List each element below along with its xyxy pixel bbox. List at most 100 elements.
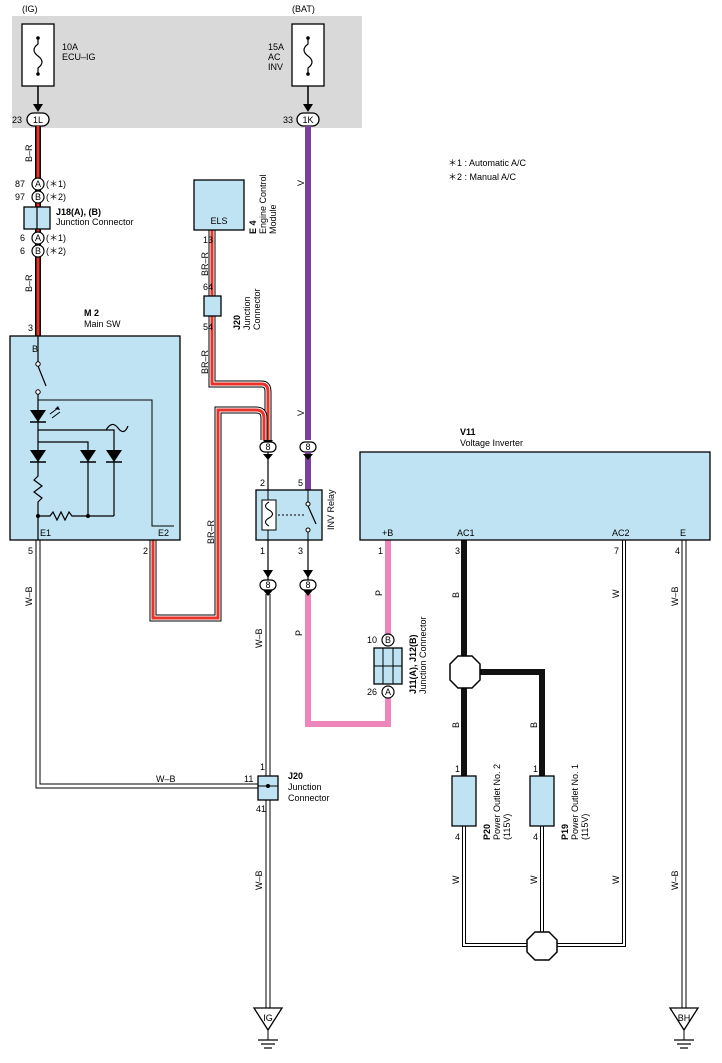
label-w-b-1: W–B: [24, 586, 34, 606]
label-br-r-3: BR–R: [206, 519, 216, 544]
m2-name: Main SW: [84, 319, 121, 329]
p20-name1: Power Outlet No. 2: [492, 764, 502, 840]
label-w-b-3: W–B: [254, 628, 264, 648]
label-v-1: V: [296, 180, 306, 186]
relay-connector-top-left: 8: [259, 440, 277, 453]
j18-a-top: A: [35, 179, 41, 189]
fuse-ecu-ig: 10A ECU–IG: [21, 23, 96, 87]
v11-terminal-ac2: AC2: [612, 528, 630, 538]
j18-b-bot: B: [35, 246, 41, 256]
j11-pin-26: 26: [367, 687, 377, 697]
v11-code: V11: [460, 427, 476, 437]
ground-bh-label: BH: [678, 1013, 691, 1023]
label-w-b-5: W–B: [670, 586, 680, 606]
v11-name: Voltage Inverter: [460, 438, 523, 448]
label-b-r-2: B–R: [24, 274, 34, 292]
v11-pin-3: 3: [455, 546, 460, 556]
j18-note-2b: (＊2): [46, 246, 66, 256]
v11-voltage-inverter: [359, 451, 711, 541]
label-v-2: V: [296, 410, 306, 416]
j18-title: J18(A), (B): [56, 207, 101, 217]
wire-br-r-e4: [208, 230, 272, 440]
j11-pin-10: 10: [367, 635, 377, 645]
conn-1k-label: 1K: [302, 115, 313, 125]
fuse-bat-name2: INV: [268, 62, 283, 72]
wire-br-r-e2: [149, 406, 268, 622]
j11-a: A: [385, 687, 391, 697]
relay-conn-8d: 8: [305, 580, 310, 590]
j18-note-2a: (＊2): [46, 192, 66, 202]
fuse-ig-name: ECU–IG: [62, 52, 96, 62]
e4-terminal-els: ELS: [210, 216, 227, 226]
j20-top-pin-64: 64: [203, 282, 213, 292]
j11-b: B: [385, 635, 391, 645]
j20-top-name2: Connector: [252, 288, 262, 330]
j20-top-code: J20: [232, 315, 242, 330]
j20-bot-pin-11: 11: [244, 774, 253, 784]
pin-23: 23: [12, 115, 22, 125]
j20-bot-pin-1: 1: [260, 762, 265, 772]
j20-bot-name1: Junction: [288, 782, 322, 792]
label-b-r-1: B–R: [24, 144, 34, 162]
label-w-b-6: W–B: [670, 870, 680, 890]
note-2: ＊2 : Manual A/C: [448, 172, 517, 182]
relay-pin-5: 5: [298, 478, 303, 488]
m2-code: M 2: [84, 308, 99, 318]
j18-pin-87: 87: [15, 179, 25, 189]
relay-connector-top-right: 8: [299, 441, 317, 453]
m2-terminal-e1: E1: [40, 528, 51, 538]
v11-pin-1: 1: [378, 546, 383, 556]
j18-pin-6b: 6: [20, 246, 25, 256]
p20-pin-4: 4: [455, 832, 460, 842]
label-br-r-2: BR–R: [200, 349, 210, 374]
label-b-1: B: [451, 592, 461, 598]
m2-terminal-e2: E2: [158, 528, 169, 538]
label-b-3: B: [529, 722, 539, 728]
e4-code: E 4: [248, 220, 258, 234]
p19-power-outlet-1: [529, 775, 555, 827]
label-w-3: W: [529, 875, 539, 884]
j20-bot-code: J20: [288, 771, 303, 781]
j11-subtitle: Junction Connector: [418, 616, 428, 694]
m2-pin-5: 5: [28, 546, 33, 556]
j18-note-1b: (＊1): [46, 233, 66, 243]
note-1: ＊1 : Automatic A/C: [448, 158, 527, 168]
e4-name1: Engine Control: [258, 174, 268, 234]
fuse-bat-rating: 15A: [268, 42, 284, 52]
v11-terminal-b: +B: [382, 528, 393, 538]
p19-pin-1: 1: [533, 764, 538, 774]
wire-p: [305, 540, 391, 727]
p20-code: P20: [482, 824, 492, 840]
p19-code: P19: [560, 824, 570, 840]
j18-b-top: B: [35, 192, 41, 202]
label-p-2: P: [294, 630, 304, 636]
p20-power-outlet-2: [451, 775, 477, 827]
v11-pin-7: 7: [614, 546, 619, 556]
m2-main-switch: B E1 E2: [9, 335, 181, 541]
j11-title: J11(A), J12(B): [408, 634, 418, 694]
fuse-bat-name1: AC: [268, 52, 281, 62]
j20-bot-name2: Connector: [288, 793, 330, 803]
label-w-b-2: W–B: [156, 774, 176, 784]
splice-w: [526, 931, 558, 961]
relay-connector-bot-left: 8: [259, 579, 277, 591]
ground-ig: IG: [252, 1007, 284, 1049]
e4-engine-control-module: [193, 179, 245, 231]
v11-pin-4: 4: [675, 546, 680, 556]
v11-terminal-e: E: [680, 528, 686, 538]
label-br-r-1: BR–R: [200, 251, 210, 276]
label-p-1: P: [374, 590, 384, 596]
p19-pin-4: 4: [533, 832, 538, 842]
label-w-1: W: [611, 589, 621, 598]
label-w-b-4: W–B: [254, 870, 264, 890]
j18-connector: A B A B: [23, 177, 51, 258]
e4-pin-13: 13: [203, 235, 213, 245]
m2-pin-3: 3: [28, 323, 33, 333]
relay-pin-1: 1: [260, 546, 265, 556]
relay-conn-8c: 8: [265, 580, 270, 590]
j20-top-connector: [203, 295, 222, 317]
j20-bot-pin-41: 41: [256, 804, 266, 814]
bat-source-label: (BAT): [292, 4, 315, 14]
ground-bh: BH: [668, 1007, 700, 1049]
